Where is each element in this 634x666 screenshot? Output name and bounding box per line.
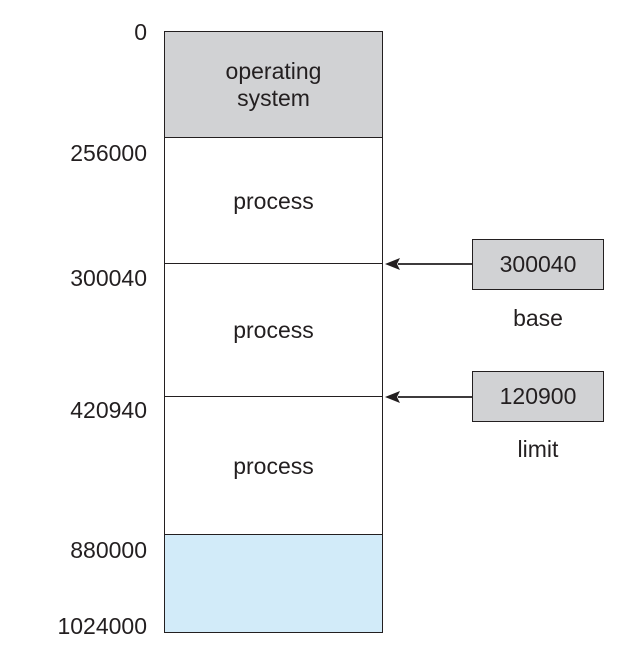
address-0: 0	[134, 19, 147, 45]
base-arrow	[385, 258, 472, 270]
segment-process-3: process	[233, 452, 314, 479]
base-register-label: base	[513, 305, 563, 331]
limit-arrow	[385, 391, 472, 403]
address-1024000: 1024000	[57, 613, 147, 639]
address-420940: 420940	[70, 397, 147, 423]
limit-register: 120900	[472, 371, 604, 422]
segment-operating-system: operating system	[164, 31, 383, 138]
divider-256000	[164, 137, 383, 138]
segment-free-memory	[164, 535, 383, 633]
divider-300040	[164, 263, 383, 264]
address-300040: 300040	[70, 265, 147, 291]
base-register: 300040	[472, 239, 604, 290]
memory-block	[164, 31, 383, 633]
segment-process-2: process	[233, 317, 314, 343]
address-256000: 256000	[70, 140, 147, 166]
limit-register-label: limit	[517, 436, 559, 462]
divider-880000	[164, 534, 383, 535]
address-880000: 880000	[70, 537, 147, 563]
divider-420940	[164, 396, 383, 397]
segment-process-1: process	[233, 187, 314, 214]
